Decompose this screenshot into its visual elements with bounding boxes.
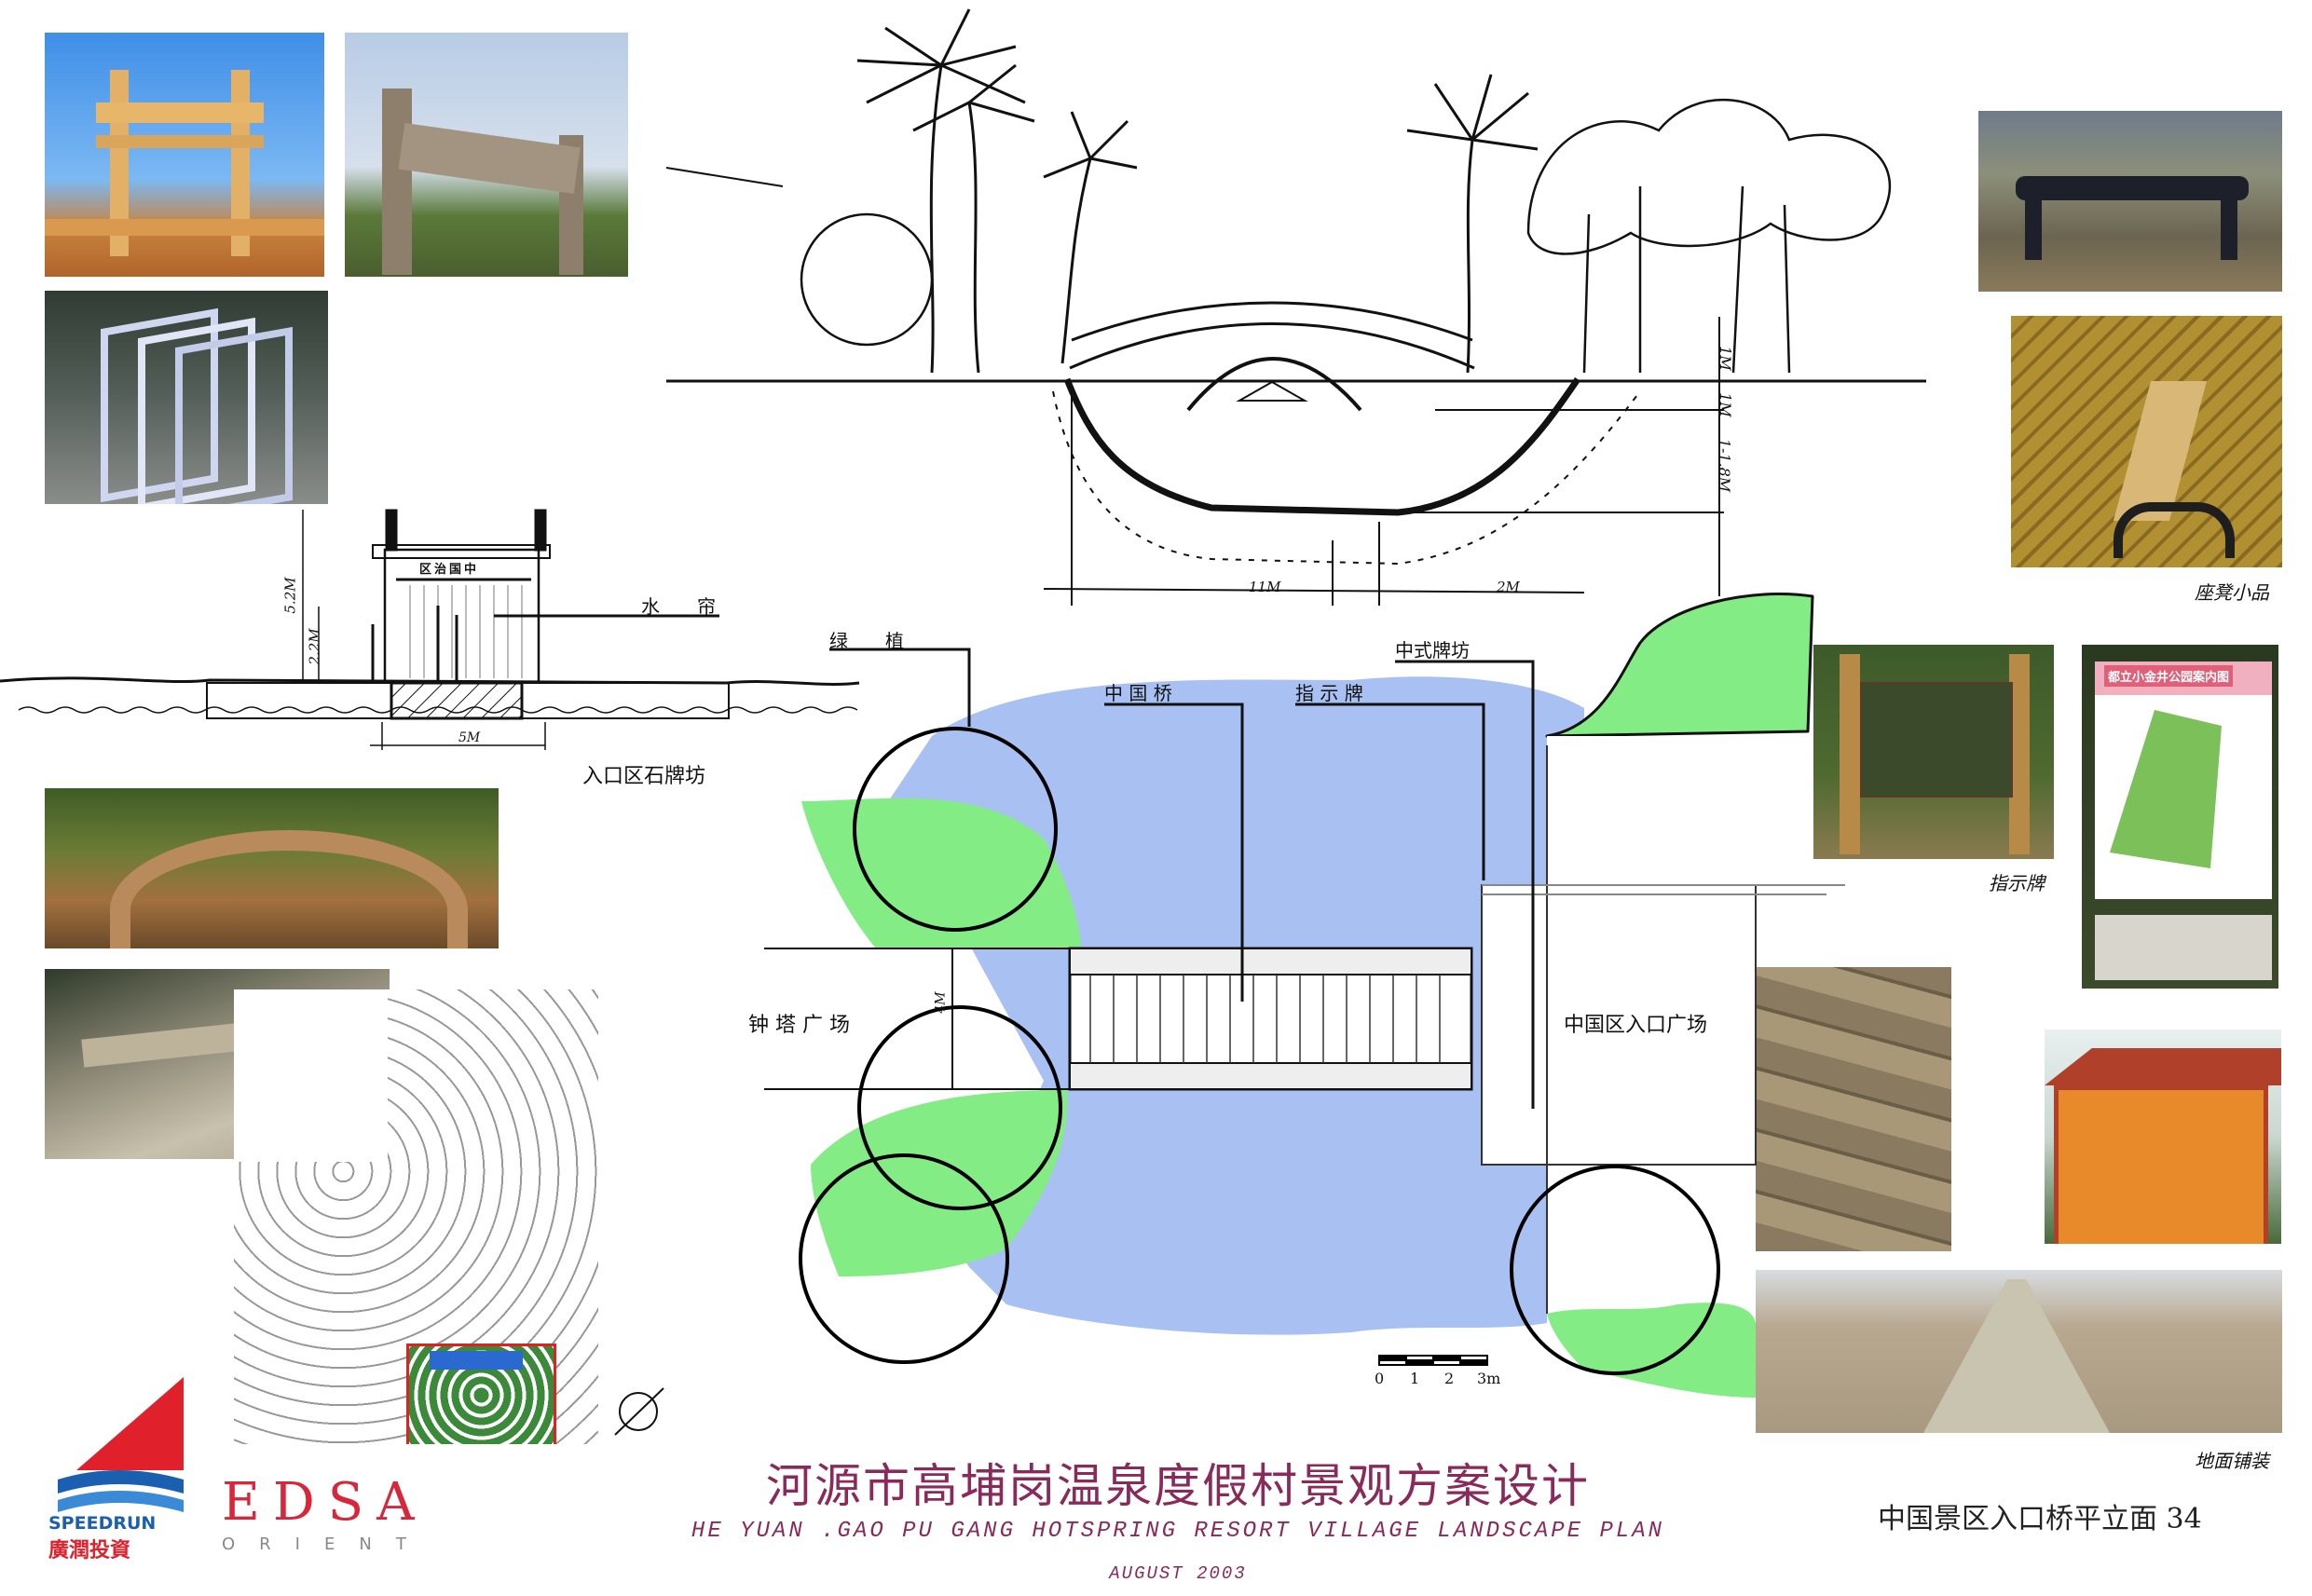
label-bench: 座凳小品	[2195, 581, 2269, 604]
north-arrow-icon	[614, 1387, 664, 1436]
label-signboard: 指示牌	[1989, 872, 2045, 894]
sail-logo-icon	[58, 1377, 184, 1512]
dim-label-4m: 4M	[933, 991, 949, 1014]
scale-tick-0: 0	[1375, 1370, 1385, 1387]
dim-label-span: 11M	[1249, 579, 1281, 595]
edsa-logo: EDSA ORIENT	[222, 1472, 431, 1555]
gate-elevation	[0, 509, 860, 750]
label-clock-plaza: 钟 塔 广 场	[748, 1014, 850, 1037]
tree-circles	[799, 727, 1720, 1375]
photo-stone-paving	[1756, 967, 1951, 1251]
green-area-bottom-right	[1547, 1303, 1756, 1398]
dim-label-bank: 2M	[1497, 579, 1520, 595]
bridge-elevation	[665, 8, 1926, 606]
speedrun-name-cn: 廣潤投資	[48, 1539, 131, 1562]
bridge-plan	[614, 593, 1845, 1436]
photo-paved-path	[1756, 1270, 2282, 1433]
bridge-arch	[1186, 357, 1362, 412]
water-line	[18, 706, 858, 714]
label-chinese-gate: 中式牌坊	[1395, 639, 1470, 662]
bridge-deck	[1069, 322, 1475, 370]
boat	[1236, 380, 1308, 402]
label-entrance-plaza: 中国区入口广场	[1564, 1014, 1708, 1037]
leader-lines	[829, 648, 1535, 1109]
sheet-title: 中国景区入口桥平立面 34	[1878, 1503, 2202, 1535]
photo-arch-bridge	[45, 788, 499, 948]
photo-stone-gate-1	[45, 33, 324, 277]
gate-post-left	[385, 509, 398, 552]
dim-label-5-2m: 5.2M	[281, 577, 299, 614]
palm-trees	[856, 8, 1539, 374]
gate-caption: 入口区石牌坊	[582, 765, 706, 788]
dim-label-depth: 1-1.8M	[1716, 438, 1734, 493]
scale-bar	[1378, 1355, 1488, 1366]
scale-tick-1: 1	[1410, 1370, 1420, 1387]
photo-stone-gate-2	[345, 33, 628, 277]
speedrun-name: SPEEDRUN	[48, 1513, 157, 1534]
photo-bench-1	[1978, 111, 2282, 292]
scale-tick-3m: 3m	[1477, 1370, 1501, 1387]
photo-glass-frames	[45, 291, 328, 504]
label-signboard-plan: 指 示 牌	[1295, 682, 1363, 704]
dim-label-1m-lower: 1M	[1716, 392, 1734, 417]
photo-bench-2	[2011, 316, 2282, 567]
dimension-lines	[1043, 317, 1724, 606]
dim-label-2-2m: 2.2M	[306, 628, 323, 665]
river-basin	[1063, 377, 1580, 516]
gate-plaque-text: 区治国中	[419, 563, 480, 577]
board-title-en: HE YUAN .GAO PU GANG HOTSPRING RESORT VI…	[691, 1519, 1665, 1544]
label-water-curtain: 水 帘	[641, 595, 716, 618]
photo-signboard-1	[1813, 645, 2054, 859]
speedrun-logo: SPEEDRUN 廣潤投資	[48, 1377, 188, 1562]
board-title-cn: 河源市高埔岗温泉度假村景观方案设计	[766, 1459, 1590, 1513]
human-figures	[371, 606, 458, 680]
edsa-subtitle: ORIENT	[222, 1535, 431, 1554]
label-china-bridge: 中 国 桥	[1104, 682, 1172, 704]
label-paving: 地面铺装	[2195, 1450, 2269, 1472]
dim-label-5m: 5M	[458, 730, 481, 745]
site-plan-excerpt	[234, 989, 598, 1444]
board-date: AUGUST 2003	[1109, 1563, 1247, 1584]
gate-post-right	[534, 509, 547, 552]
basin-hatching	[1052, 390, 1641, 566]
dim-label-1m-upper: 1M	[1716, 346, 1734, 371]
photo-signboard-2: 都立小金井公园案内图	[2082, 645, 2278, 989]
bridge-railing	[1071, 301, 1473, 342]
sign-board-title: 都立小金井公园案内图	[2104, 665, 2234, 687]
edsa-name: EDSA	[222, 1472, 428, 1533]
photo-orange-signboard	[2045, 1030, 2281, 1244]
scale-tick-2: 2	[1444, 1370, 1455, 1387]
label-greenery: 绿 植	[829, 630, 904, 652]
gate-ground-line	[0, 676, 860, 686]
broadleaf-trees	[800, 98, 1892, 374]
green-area-top-right	[1545, 593, 1814, 738]
